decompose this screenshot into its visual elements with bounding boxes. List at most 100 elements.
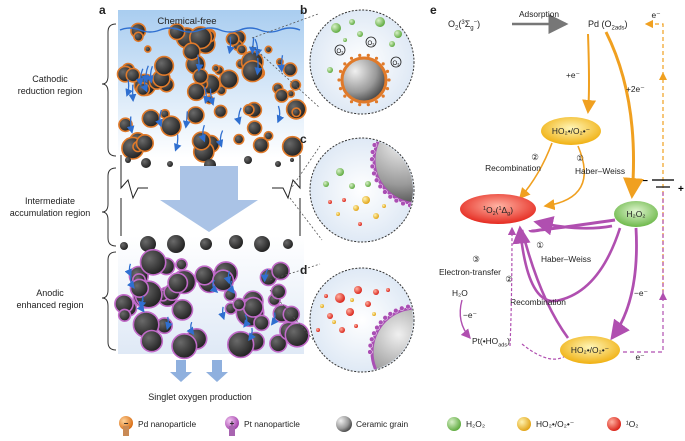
o2-bubble-2: [365, 36, 377, 48]
singlet-oxygen-particle: [335, 293, 345, 303]
pd-o2ads-label: Pd (O2ads): [588, 19, 628, 32]
flow-arrow: [124, 263, 132, 277]
singlet-oxygen-particle: [327, 313, 333, 319]
battery-minus: −: [642, 176, 648, 187]
o2-triplet-label: O2(3Σg−): [448, 19, 480, 32]
ceramic-grain: [284, 322, 310, 348]
legend-ceramic-label: Ceramic grain: [356, 419, 408, 429]
singlet-oxygen-icon: [607, 417, 621, 431]
h2o2-node: [614, 201, 658, 227]
o2-label-2: O₂: [368, 41, 376, 47]
pd-nanoparticle: [337, 78, 341, 82]
flow-arrow: [195, 54, 204, 72]
legend-singlet: ¹O₂: [607, 417, 639, 431]
pt-nanoparticle: [374, 324, 380, 331]
circle-1-lower: ①: [536, 240, 544, 250]
flow-arrow: [209, 279, 219, 293]
h2o2-icon: [447, 417, 461, 431]
ceramic-grain: [120, 242, 128, 250]
flow-arrow: [140, 75, 148, 93]
ceramic-grain: [141, 109, 161, 128]
pt-nanoparticle: [371, 330, 377, 336]
ceramic-grain: [212, 269, 235, 292]
adsorption-label: Adsorption: [519, 9, 559, 19]
ho2-particle: [332, 320, 336, 324]
ceramic-grain: [171, 298, 194, 321]
pd-nanoparticle: [338, 87, 343, 91]
ceramic-grain: [139, 248, 167, 276]
ceramic-grain: [246, 120, 263, 136]
h2o2-particle: [327, 67, 333, 73]
flow-arrow: [277, 55, 285, 73]
pt-nanoparticle: [418, 304, 423, 309]
ceramic-grain-icon: [336, 416, 352, 432]
o2-label-1: O₂: [337, 49, 345, 55]
pt-nanoparticle: [405, 304, 411, 310]
pt-nanoparticle: [369, 336, 375, 342]
brace-cathodic: [101, 23, 117, 157]
ceramic-grain: [270, 283, 287, 300]
flow-arrow: [145, 65, 154, 84]
ho2-radical-node-lower: [560, 336, 620, 364]
arrow-recombination-upper: [518, 142, 553, 200]
pt-nanoparticle: [411, 303, 413, 309]
ceramic-grain: [241, 59, 264, 83]
flow-arrow: [165, 316, 173, 331]
haber-weiss-upper-label: Haber–Weiss: [575, 166, 625, 176]
pd-nanoparticle: [385, 69, 390, 73]
pt-nanoparticle-icon: [225, 416, 239, 430]
pt-nanoparticle: [379, 130, 384, 135]
arrow-ho2-recombination: [520, 229, 570, 339]
ceramic-grain: [281, 135, 304, 158]
pt-nanoparticle: [371, 142, 378, 148]
ceramic-grain: [211, 64, 220, 73]
pt-symbol: +: [230, 419, 235, 428]
flow-arrow: [243, 314, 252, 328]
flow-arrow: [207, 88, 215, 106]
pt-nanoparticle: [367, 349, 373, 355]
pt-nanoparticles-c: [369, 130, 413, 208]
ceramic-grain: [236, 44, 248, 55]
flow-arrow: [174, 134, 182, 152]
electron-transfer-label: Electron-transfer: [439, 267, 501, 277]
pt-nanoparticle: [425, 305, 430, 310]
ceramic-grain: [160, 115, 182, 137]
singlet-oxygen-particle: [346, 308, 354, 316]
particle: [365, 181, 371, 187]
brace-anodic: [101, 251, 117, 351]
intermediate-grains: [120, 156, 294, 253]
pd-nanoparticle-icon: [119, 416, 133, 430]
pd-nanoparticle: [358, 103, 362, 107]
ceramic-grain: [117, 308, 132, 322]
ceramic-grain: [186, 82, 206, 102]
ceramic-grain: [175, 258, 188, 271]
ho2-particle: [372, 312, 376, 316]
ceramic-grain: [232, 297, 246, 311]
pd-nanoparticle: [387, 78, 391, 82]
flow-arrow-large: [160, 166, 258, 232]
ceramic-grain: [192, 68, 209, 85]
particle: [362, 196, 370, 204]
ceramic-grain: [264, 45, 273, 54]
flow-arrow: [276, 105, 285, 124]
pd-nanoparticles-b: [337, 53, 391, 107]
particle: [353, 205, 359, 211]
ceramic-grain: [144, 45, 152, 53]
flow-arrow: [227, 36, 235, 55]
region-intermediate-line1: Intermediate: [25, 196, 75, 206]
chemical-free-label: Chemical-free: [157, 16, 216, 27]
pd-nanoparticle: [385, 87, 390, 91]
region-cathodic-line1: Cathodic: [32, 74, 68, 84]
pt-nanoparticle: [399, 305, 405, 311]
ho2-radical-icon: [517, 417, 531, 431]
ceramic-grain: [141, 158, 151, 168]
ceramic-grain: [289, 79, 302, 91]
particle: [373, 213, 379, 219]
ceramic-grain: [271, 261, 291, 281]
panel-d-zoom: [309, 267, 430, 373]
panel-letter-e: e: [430, 3, 437, 17]
arrow-plus-2e: [604, 31, 644, 199]
pt-nanoparticle-stem: [229, 426, 235, 436]
pt-nanoparticle: [367, 342, 374, 349]
